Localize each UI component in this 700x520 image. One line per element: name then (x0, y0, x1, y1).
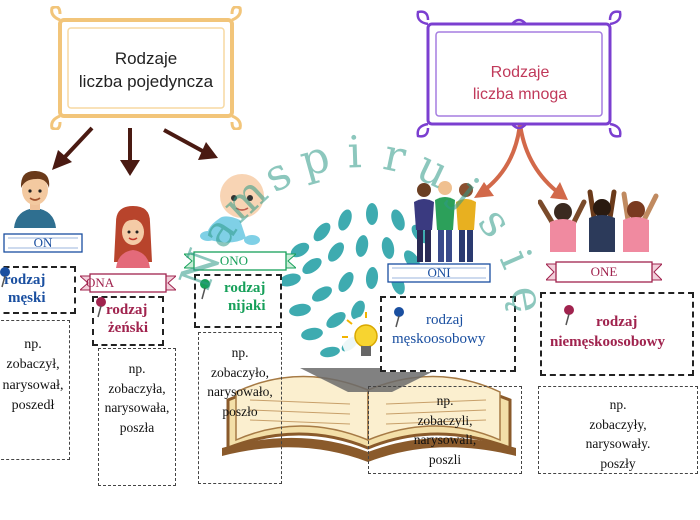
gender-label-type: rodzaj (596, 314, 638, 330)
gender-label-type: rodzaj (4, 272, 46, 288)
gender-label-type: rodzaj (224, 280, 266, 296)
example-line: zobaczyła, (108, 380, 166, 396)
example-line: narysowały. (585, 436, 651, 452)
plural-title: Rodzaje liczba mnoga (440, 62, 600, 105)
gender-label-name: niemęskoosobowy (550, 334, 666, 350)
example-line: poszła (119, 419, 155, 435)
singular-frame (50, 6, 242, 130)
example-line: np. (24, 337, 42, 352)
gender-label-name: męski (8, 290, 46, 306)
example-line: narysował, (2, 377, 64, 393)
tree-trunk-shape (300, 368, 440, 392)
singular-title-line1: Rodzaje (114, 49, 178, 68)
banner-ona-label: ONA (86, 275, 115, 290)
gender-box-non-masculine-personal: rodzaj niemęskoosobowy (540, 292, 694, 376)
example-line: poszło (222, 403, 258, 419)
example-line: narysowali, (413, 432, 477, 448)
examples-masculine: np. zobaczył, narysował, poszedł (0, 320, 70, 460)
example-line: poszedł (11, 397, 55, 413)
pushpin-icon (394, 307, 404, 328)
example-line: poszły (600, 455, 636, 471)
man-avatar-icon (14, 170, 56, 228)
gender-label-type: rodzaj (106, 302, 148, 318)
gender-label-name: żeński (108, 320, 149, 336)
examples-masculine-personal: np. zobaczyli, narysowali, poszli (368, 386, 522, 474)
example-line: np. (128, 361, 146, 376)
example-line: np. (609, 397, 627, 412)
example-line: zobaczyło, (210, 364, 270, 380)
woman-avatar-icon (114, 206, 152, 268)
light-bulb-icon (342, 312, 390, 364)
plural-arrows (480, 123, 562, 196)
examples-feminine: np. zobaczyła, narysowała, poszła (98, 348, 176, 486)
singular-title-line2: liczba pojedyncza (78, 71, 214, 91)
banner-ono (184, 251, 296, 271)
banner-oni (387, 263, 491, 283)
banner-one-label: ONE (590, 264, 618, 279)
plural-title-line1: Rodzaje (490, 64, 550, 81)
pushpin-icon (200, 279, 210, 300)
banner-oni-label: ONI (427, 265, 451, 280)
example-line: poszli (428, 451, 462, 467)
plural-title-line2: liczba mnoga (472, 85, 568, 103)
pushpin-icon (0, 267, 10, 288)
example-line: np. (436, 393, 454, 408)
banner-ona (80, 273, 176, 293)
pushpin-icon (564, 305, 574, 326)
examples-neuter: np. zobaczyło, narysowało, poszło (198, 332, 282, 484)
gender-label-name: męskoosobowy (392, 331, 486, 347)
example-line: zobaczyły, (589, 416, 647, 432)
open-book-icon (222, 375, 516, 462)
examples-non-masculine-personal: np. zobaczyły, narysowały. poszły (538, 386, 698, 474)
banner-ono-label: ONO (219, 253, 249, 268)
group-men-icon (414, 181, 476, 262)
example-line: zobaczyli, (417, 412, 473, 428)
plural-frame (416, 10, 622, 138)
singular-arrows (60, 126, 209, 164)
pushpin-icon (96, 297, 106, 318)
group-women-icon (538, 189, 659, 252)
banner-one (546, 261, 662, 283)
example-line: narysowała, (104, 400, 170, 416)
gender-label-type: rodzaj (426, 312, 464, 328)
gender-box-masculine: rodzaj męski (0, 266, 76, 314)
banner-on-label: ON (33, 235, 53, 250)
baby-icon (200, 174, 264, 245)
example-line: np. (231, 345, 249, 360)
singular-title: Rodzaje liczba pojedyncza (68, 48, 224, 94)
example-line: narysowało, (207, 384, 273, 400)
gender-label-name: nijaki (228, 298, 266, 314)
banner-on (3, 233, 83, 253)
example-line: zobaczył, (6, 357, 60, 373)
